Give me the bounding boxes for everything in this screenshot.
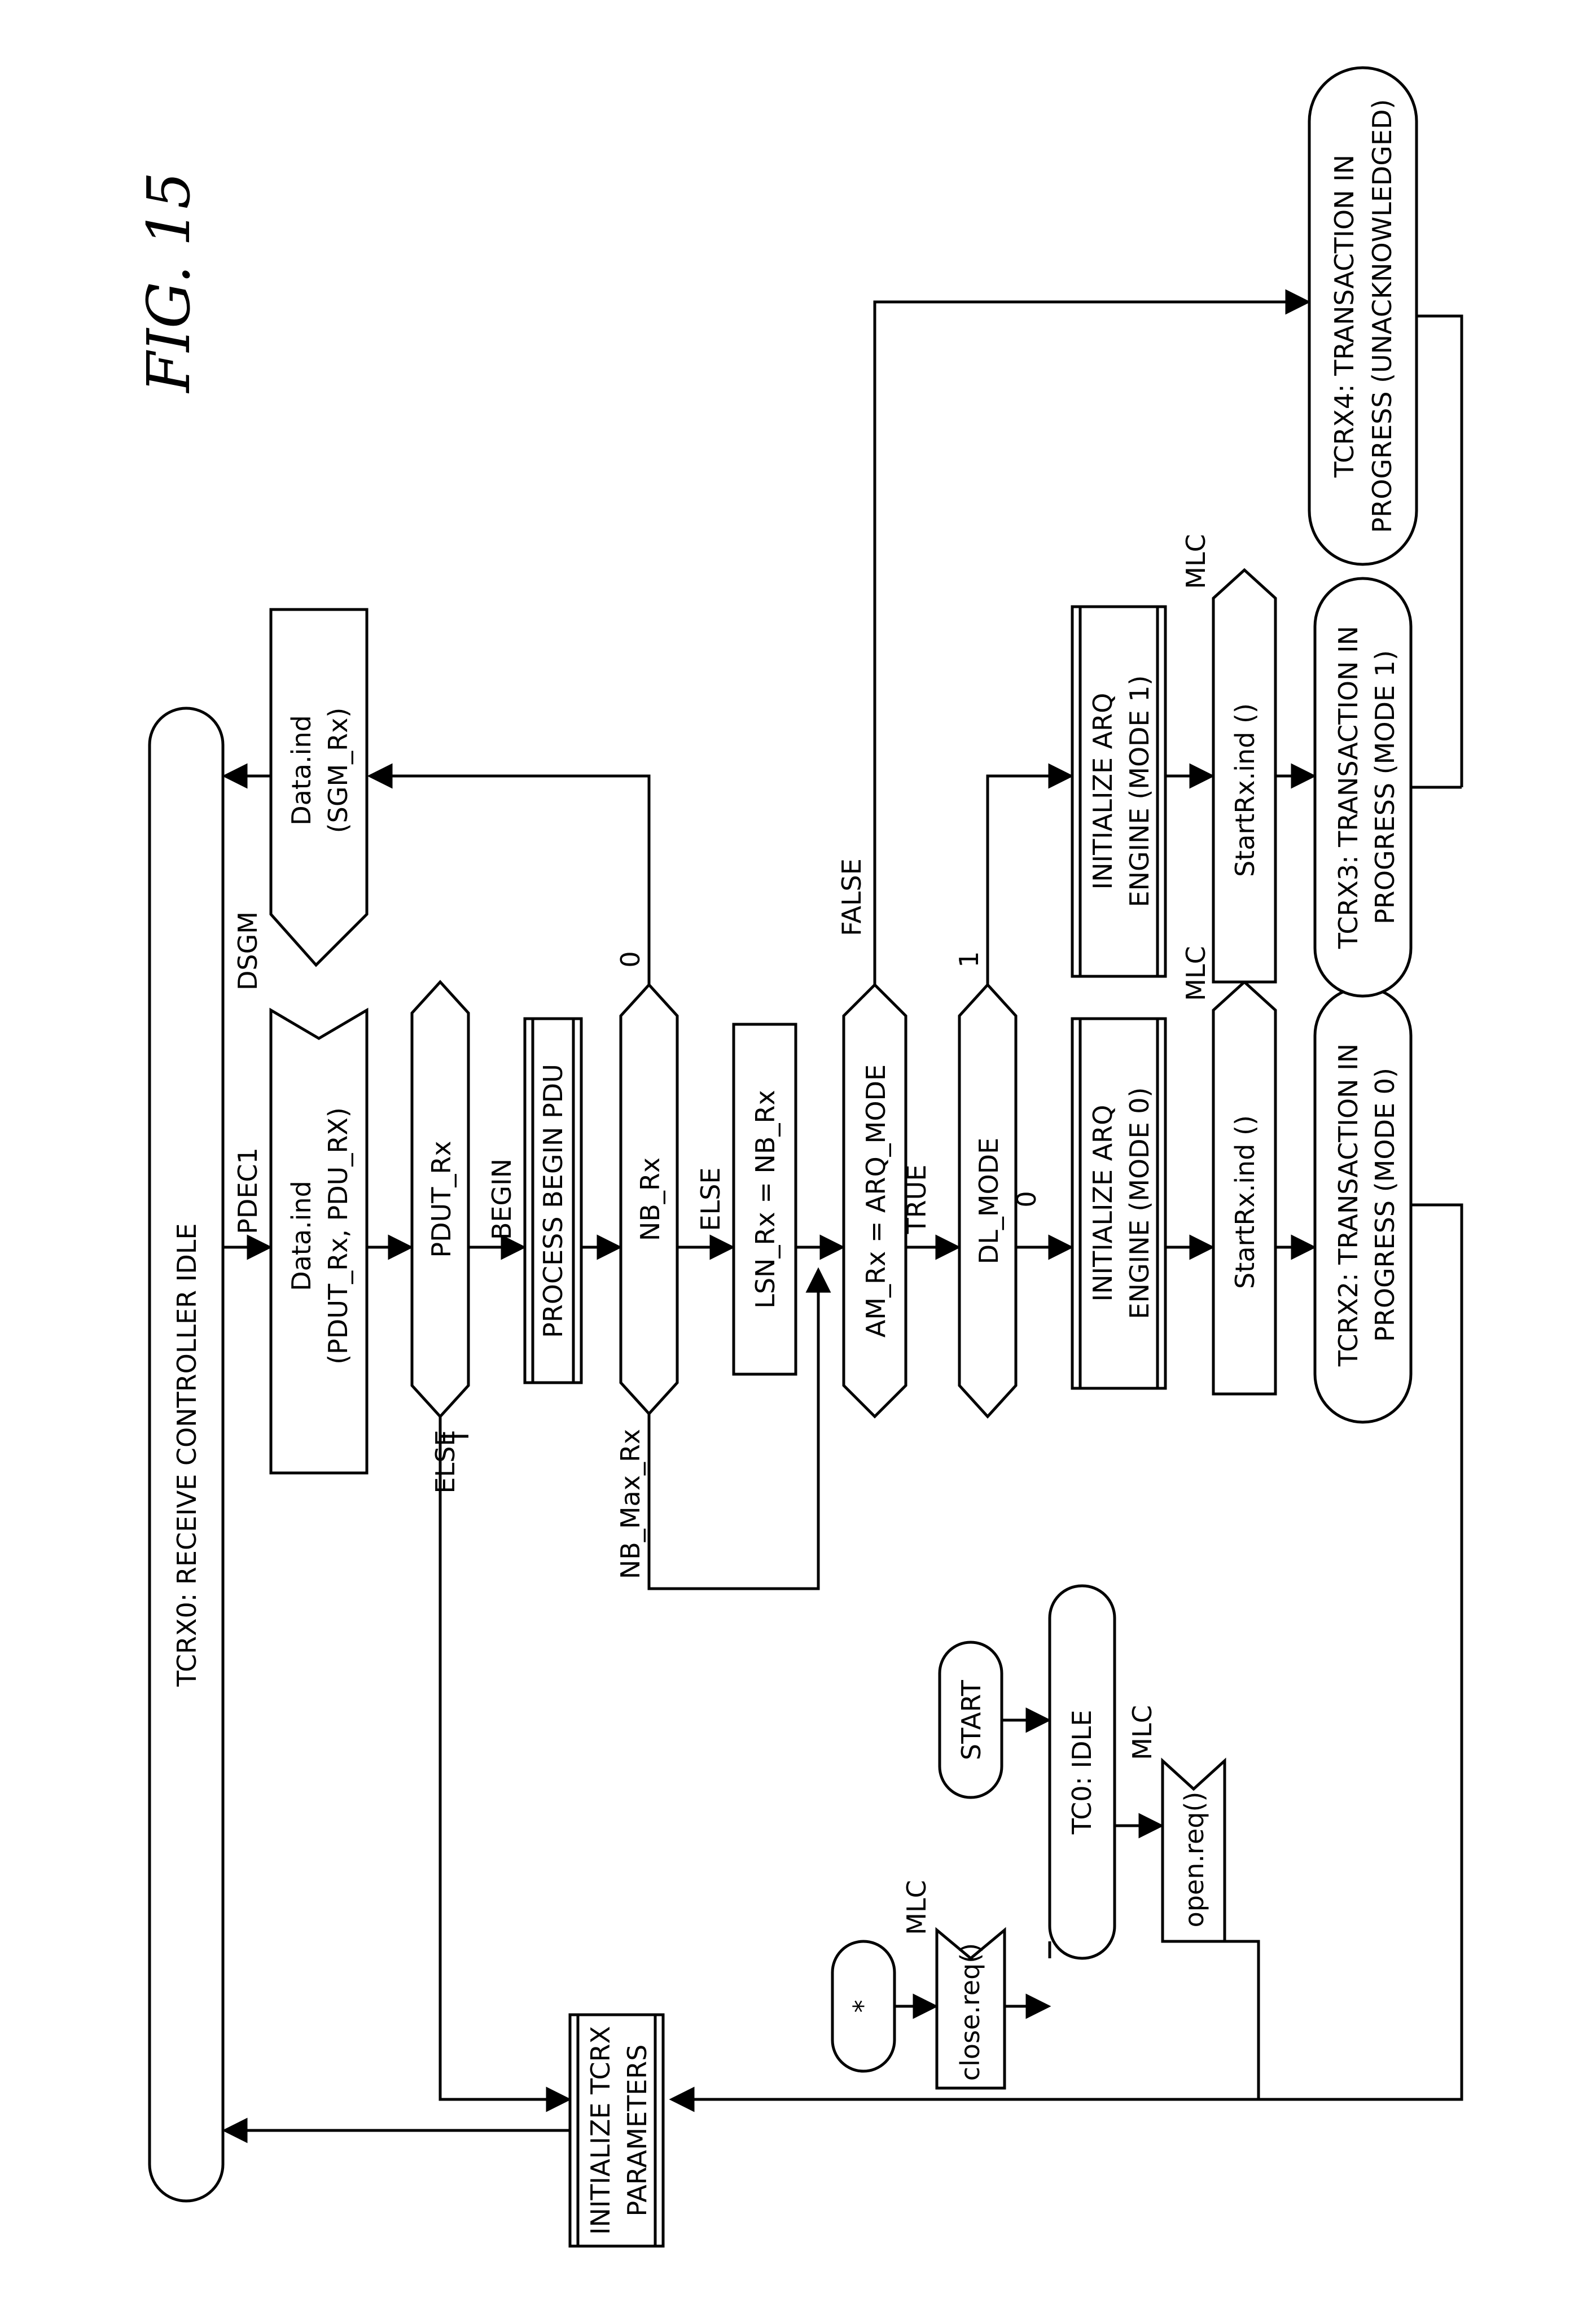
state-tc0-idle [1048,1584,1116,1960]
decision-nb-rx-label: NB_Rx [635,1157,665,1241]
task-init-arq-mode0-line1: INITIALIZE ARQ [1088,1105,1118,1302]
branch-nb-max: NB_Max_Rx [615,1429,646,1579]
signal-startrx-mode1-source: MLC [1181,534,1211,589]
signal-close-req [935,1927,1006,2090]
task-process-begin-pdu [523,1017,583,1384]
task-init-arq-mode0-line2: ENGINE (MODE 0) [1124,1088,1155,1319]
task-init-arq-mode0 [1071,1017,1167,1390]
state-tcrx0 [148,707,225,2203]
state-tcrx2-line2: PROGRESS (MODE 0) [1370,1068,1400,1342]
state-tc0-idle-label: TC0: IDLE [1067,1710,1097,1835]
task-lsn-rx-label: LSN_Rx = NB_Rx [750,1090,781,1308]
branch-dl-zero: 0 [1011,1191,1042,1207]
signal-open-req-source: MLC [1127,1705,1157,1760]
signal-close-req-source: MLC [901,1880,932,1935]
decision-pdut-rx-label: PDUT_Rx [426,1141,457,1257]
state-start-label: START [956,1680,986,1760]
branch-nb-else: ELSE [695,1168,726,1231]
branch-nb-zero: 0 [615,951,646,967]
decision-am-rx-label: AM_Rx = ARQ_MODE [861,1064,891,1338]
state-tcrx0-label: TCRX0: RECEIVE CONTROLLER IDLE [172,1224,202,1687]
state-tcrx3-line1: TCRX3: TRANSACTION IN [1333,626,1363,949]
signal-data-ind-pdu-source: PDEC1 [233,1147,263,1234]
signal-startrx-mode0-label: StartRx.ind () [1230,1115,1260,1289]
branch-am-true: TRUE [901,1165,932,1235]
signal-close-req-label: close.req() [955,1943,985,2081]
decision-pdut-rx [410,980,470,1419]
state-tcrx4 [1308,66,1418,566]
state-tcrx3-line2: PROGRESS (MODE 1) [1370,650,1400,924]
signal-startrx-mode0 [1212,980,1277,1396]
branch-am-false: FALSE [836,858,867,936]
task-process-begin-pdu-label: PROCESS BEGIN PDU [538,1064,568,1338]
state-tcrx4-line1: TCRX4: TRANSACTION IN [1329,155,1360,478]
signal-startrx-mode1-label: StartRx.ind () [1230,703,1260,877]
state-tcrx4-line2: PROGRESS (UNACKNOWLEDGED) [1367,99,1397,533]
task-init-tcrx-line2: PARAMETERS [622,2045,652,2217]
connectors [222,289,1463,2143]
signal-startrx-mode1 [1212,568,1277,984]
task-init-arq-mode1-line2: ENGINE (MODE 1) [1124,676,1155,907]
figure-label: FIG. 15 [134,172,203,393]
branch-begin: BEGIN [486,1159,517,1240]
signal-open-req [1161,1757,1226,1943]
signal-data-ind-sgm [269,608,369,967]
signal-open-req-label: open.req() [1179,1792,1209,1928]
branch-else-pdut: ELSE [430,1430,461,1494]
signal-data-ind-pdu-line2: (PDUT_Rx, PDU_RX) [323,1107,353,1365]
task-init-tcrx [568,2013,665,2248]
task-init-tcrx-line1: INITIALIZE TCRX [585,2026,616,2235]
task-init-arq-mode1 [1071,605,1167,978]
branch-dl-one: 1 [954,951,984,967]
task-lsn-rx [732,1023,797,1376]
decision-dl-mode-label: DL_MODE [974,1138,1004,1264]
signal-data-ind-sgm-source: DSGM [233,911,263,990]
signal-startrx-mode0-source: MLC [1181,946,1211,1001]
signal-data-ind-pdu-line1: Data.ind [286,1181,317,1291]
signal-data-ind-pdu [269,1007,369,1475]
signal-data-ind-sgm-line1: Data.ind [286,715,317,826]
state-tcrx2-line1: TCRX2: TRANSACTION IN [1333,1043,1363,1367]
state-star-label: * [848,2000,878,2013]
task-init-arq-mode1-line1: INITIALIZE ARQ [1088,693,1118,890]
signal-data-ind-sgm-line2: (SGM_Rx) [323,708,353,834]
